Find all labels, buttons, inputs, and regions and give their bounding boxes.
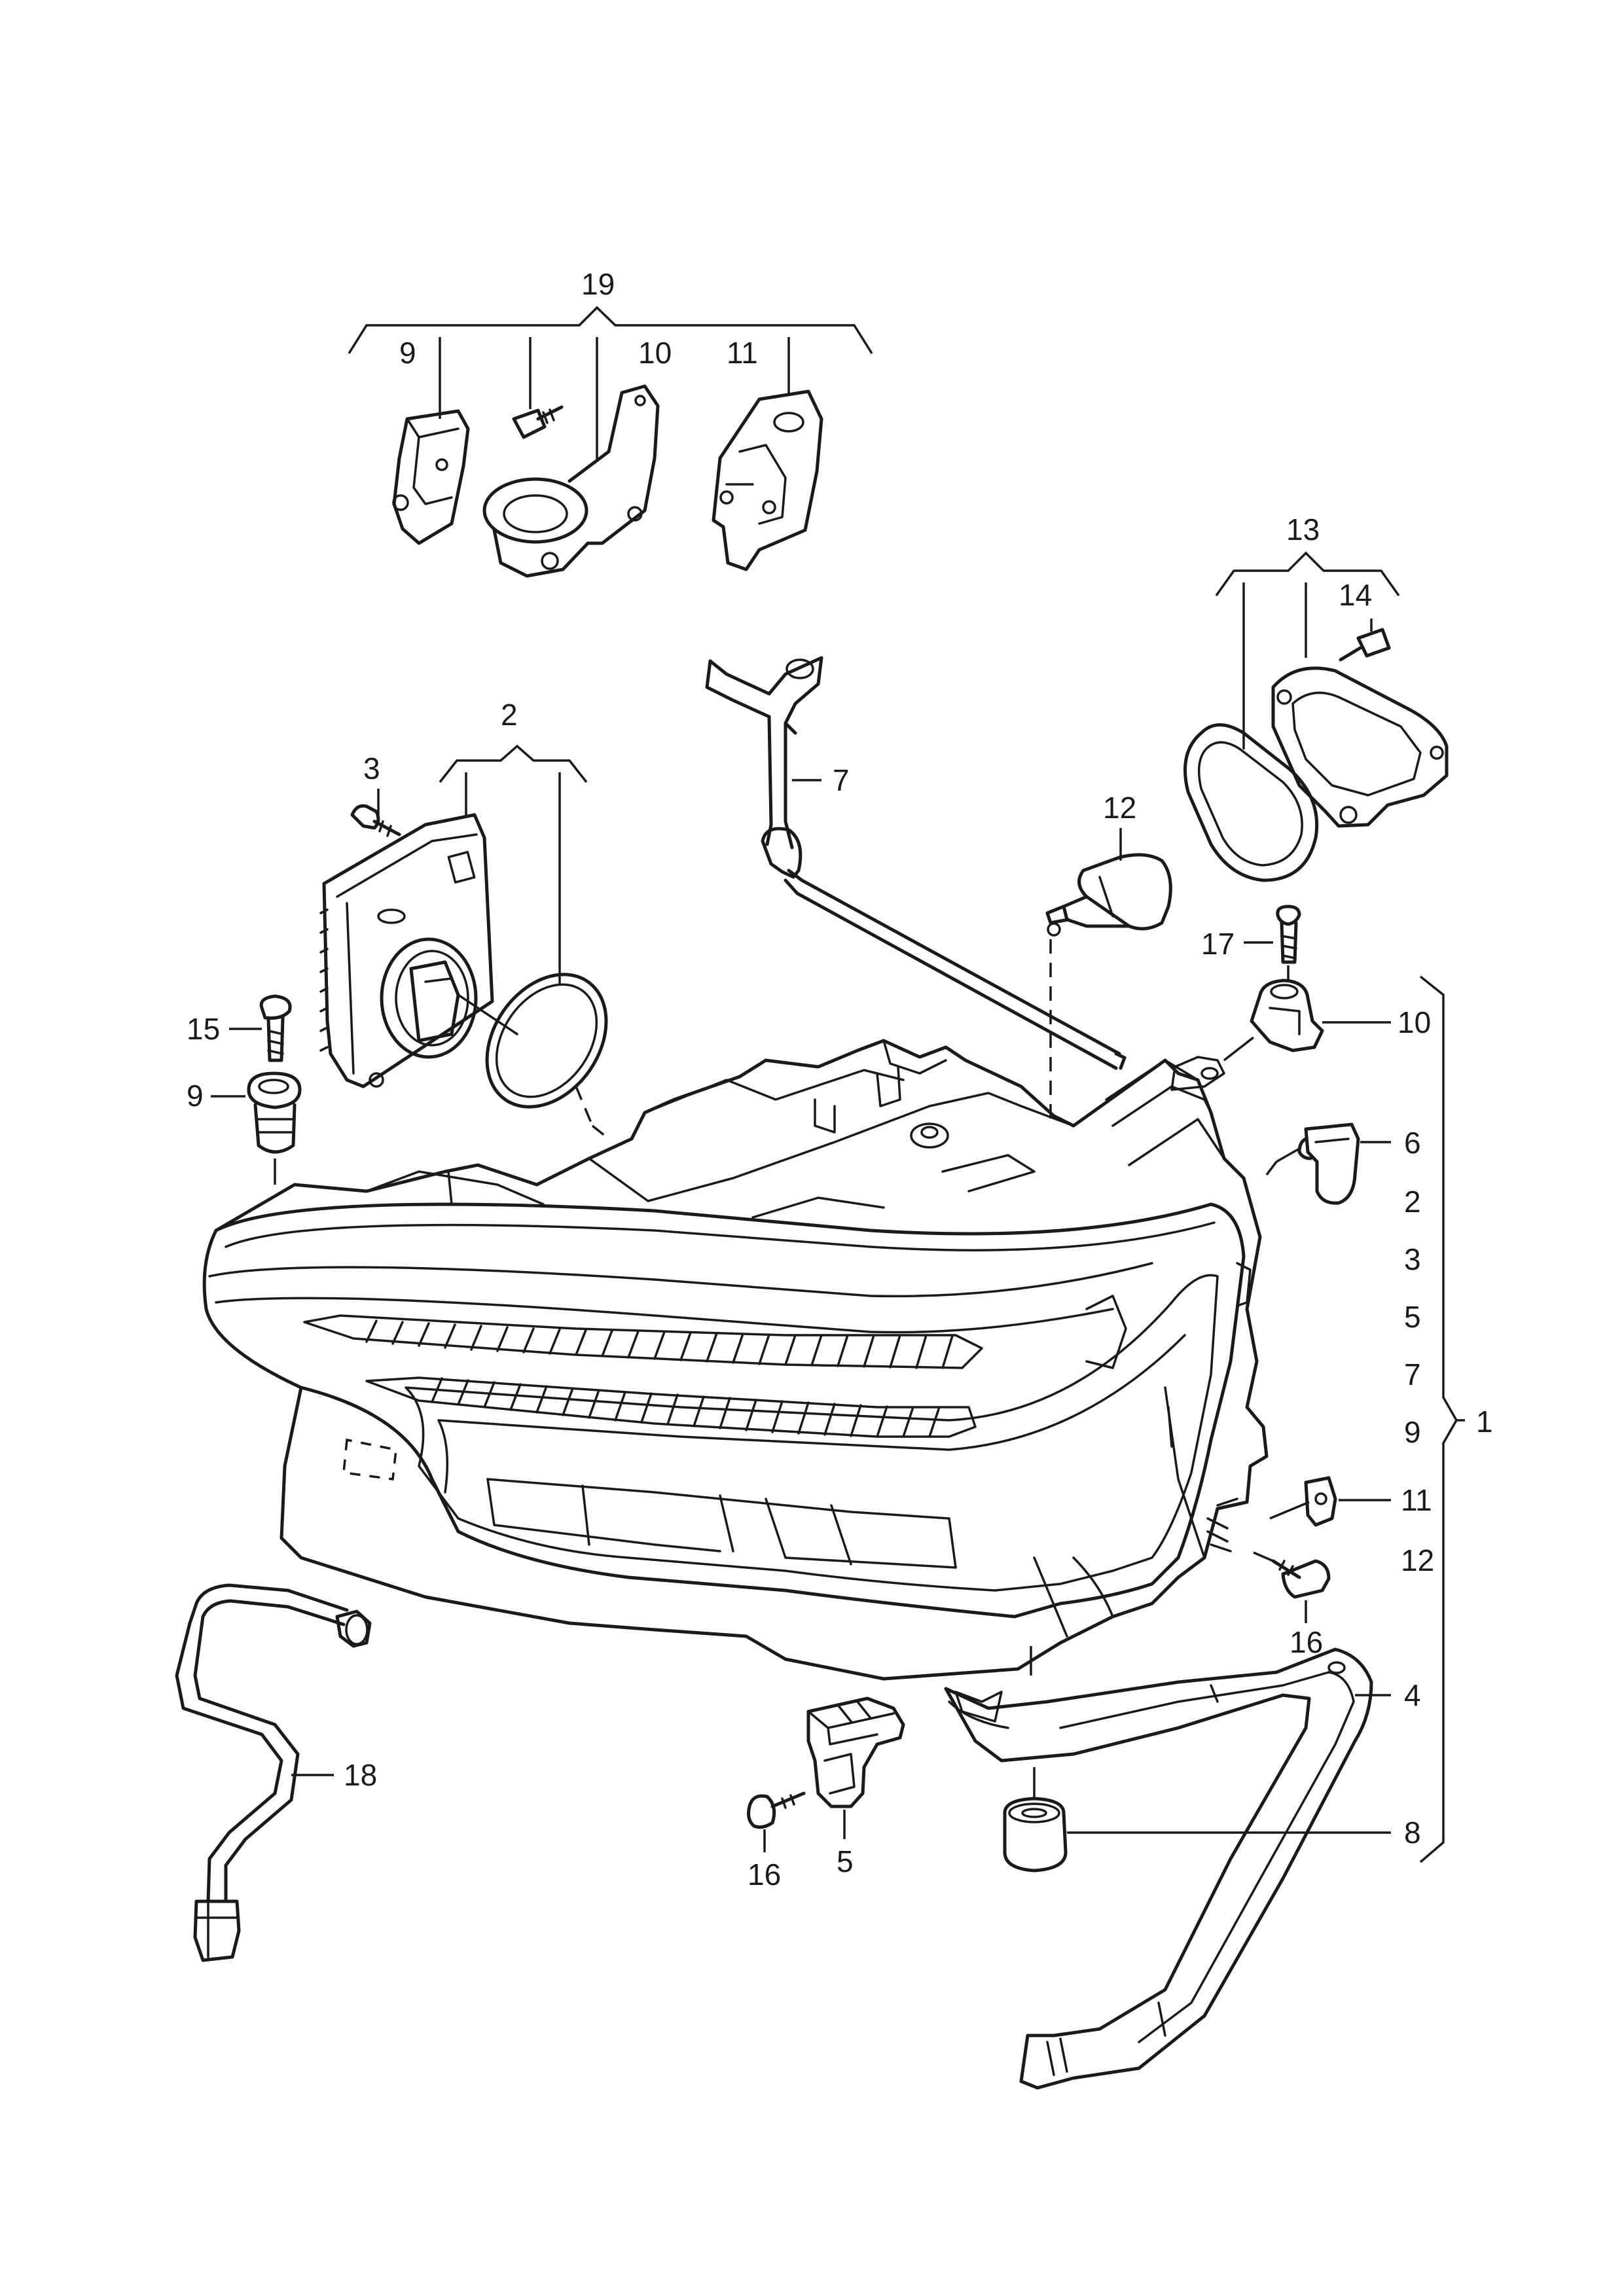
kit-list-item-5: 5 — [1404, 1300, 1421, 1334]
part-2-ballast-unit — [319, 813, 518, 1088]
callout-2-upper: 2 — [501, 698, 518, 732]
part-10-collar-bracket — [482, 384, 660, 578]
part-11-mount-bracket — [712, 389, 823, 571]
callout-9-left: 9 — [187, 1079, 204, 1113]
part-7-cable-harness: 7 — [705, 656, 1127, 1070]
part-16-screw-right — [1253, 1551, 1331, 1623]
part-8-grommet — [1003, 1767, 1068, 1873]
part-10-nut-mount — [1223, 978, 1324, 1062]
kit-list-item-12: 12 — [1401, 1543, 1434, 1577]
part-13-gasket — [1183, 723, 1319, 882]
kit-list-item-2: 2 — [1404, 1185, 1421, 1219]
callout-10-right: 10 — [1398, 1005, 1431, 1039]
callout-17: 17 — [1201, 927, 1235, 961]
callout-16-right: 16 — [1290, 1625, 1323, 1659]
callout-6: 6 — [1404, 1126, 1421, 1160]
callout-4: 4 — [1404, 1678, 1421, 1712]
callout-13: 13 — [1286, 512, 1320, 547]
part-18-wiring — [175, 1583, 372, 1962]
callout-11-right: 11 — [1401, 1483, 1432, 1517]
drl-lower-hatching — [431, 1377, 941, 1438]
group-19-brackets: 19 9 10 11 — [348, 267, 873, 578]
callout-19: 19 — [581, 267, 615, 301]
callout-16-left: 16 — [748, 1857, 781, 1892]
callout-10-upper: 10 — [638, 336, 672, 370]
callout-15: 15 — [187, 1012, 220, 1046]
kit-list-item-3: 3 — [1404, 1242, 1421, 1276]
callout-12-upper: 12 — [1103, 791, 1136, 825]
part-14-screw — [1339, 628, 1391, 662]
callout-11-upper: 11 — [727, 336, 758, 370]
part-12-bulb: 12 — [1045, 791, 1172, 1126]
kit-list-item-7: 7 — [1404, 1357, 1421, 1391]
part-5-clip-holder — [806, 1696, 905, 1839]
part-11-clip-nut — [1269, 1476, 1337, 1527]
group-2-control-unit: 2 3 — [319, 698, 610, 1140]
callout-8: 8 — [1404, 1816, 1421, 1850]
callout-1: 1 — [1476, 1405, 1493, 1439]
part-17-screw — [1276, 905, 1301, 982]
part-screw-upper — [512, 405, 564, 439]
part-16-screw-left — [747, 1791, 806, 1852]
drl-upper-hatching — [365, 1319, 954, 1369]
callout-9-upper: 9 — [399, 336, 416, 370]
right-callout-column: 17 10 6 2 3 5 7 9 12 1 — [1201, 905, 1493, 1863]
callout-5: 5 — [837, 1844, 854, 1878]
callout-3-upper: 3 — [363, 751, 380, 785]
part-3-screw — [350, 804, 401, 837]
group-13-cover: 13 14 — [1183, 512, 1449, 882]
part-13-cover-cap — [1271, 666, 1449, 828]
part-9-clip-bracket — [392, 409, 470, 545]
part-15-9-adjuster: 15 9 — [187, 994, 302, 1185]
callout-14: 14 — [1339, 578, 1372, 612]
part-6-cover-cap — [1265, 1122, 1360, 1205]
part-2-round-gasket — [485, 973, 608, 1109]
callout-7-upper: 7 — [833, 763, 850, 797]
kit-list-item-9: 9 — [1404, 1415, 1421, 1449]
part-1-headlight-housing — [202, 1039, 1269, 1681]
part-4-trim-strip — [944, 1647, 1373, 2090]
callout-18: 18 — [344, 1758, 377, 1792]
